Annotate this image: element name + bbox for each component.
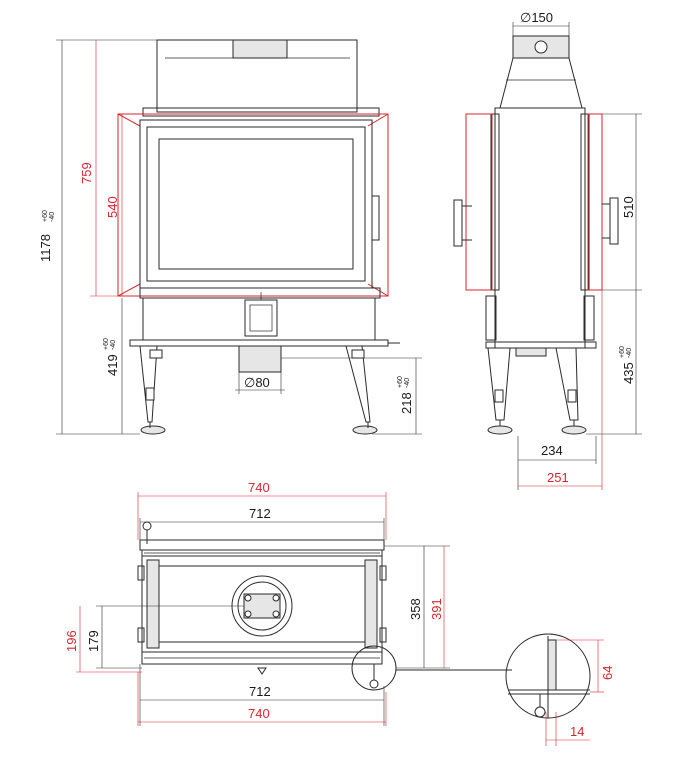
dim-front-air-height: 218 bbox=[399, 392, 414, 414]
dim-flue-diameter: ∅150 bbox=[520, 10, 553, 25]
side-view bbox=[453, 35, 619, 435]
dim-front-height-lower: 419 bbox=[105, 354, 120, 376]
dim-top-depth: 358 bbox=[408, 598, 423, 620]
dim-front-glass-red: 540 bbox=[105, 196, 120, 218]
dim-top-width-red-top: 740 bbox=[248, 480, 270, 495]
dim-top-width-top: 712 bbox=[249, 506, 271, 521]
dim-side-depth-red: 251 bbox=[547, 470, 569, 485]
dim-top-width-red-bottom: 740 bbox=[248, 706, 270, 721]
dim-side-lower-height: 435 bbox=[621, 362, 636, 384]
svg-text:+60: +60 bbox=[619, 346, 626, 358]
svg-text:-40: -40 bbox=[110, 340, 117, 350]
detail-view bbox=[505, 633, 591, 719]
dim-side-depth: 234 bbox=[541, 443, 563, 458]
top-firebox bbox=[158, 565, 366, 643]
svg-text:-40: -40 bbox=[49, 212, 56, 222]
side-left-leg bbox=[487, 347, 511, 421]
front-view bbox=[117, 39, 400, 435]
front-right-leg bbox=[345, 345, 371, 423]
side-upper-housing bbox=[499, 57, 583, 109]
dim-front-height-total: 1178 bbox=[38, 234, 53, 262]
detail-dimensions: 64 14 bbox=[545, 639, 615, 746]
svg-text:-40: -40 bbox=[626, 348, 633, 358]
side-right-red-frame bbox=[587, 113, 603, 291]
front-door bbox=[139, 119, 373, 289]
front-dimensions: 1178 +60 -40 759 540 419 +60 -40 218 +60… bbox=[38, 39, 422, 435]
front-base-plate bbox=[129, 339, 389, 347]
dim-top-depth-red: 391 bbox=[429, 598, 444, 620]
side-left-red-frame bbox=[465, 113, 493, 291]
dim-side-glass-height: 510 bbox=[621, 196, 636, 218]
dim-top-inlet-offset-red: 196 bbox=[64, 630, 79, 652]
side-air-pipe bbox=[515, 347, 547, 357]
dim-top-width-bottom: 712 bbox=[249, 684, 271, 699]
svg-text:+60: +60 bbox=[397, 376, 404, 388]
dim-top-inlet-offset: 179 bbox=[86, 630, 101, 652]
svg-text:+60: +60 bbox=[42, 210, 49, 222]
front-left-leg bbox=[139, 345, 158, 423]
side-dimensions: ∅150 510 435 +60 -40 234 251 bbox=[512, 10, 642, 490]
front-air-pipe bbox=[238, 345, 282, 373]
top-dimensions: 740 712 712 740 358 391 179 196 bbox=[64, 480, 450, 726]
front-glass bbox=[158, 138, 354, 270]
side-right-leg bbox=[555, 347, 579, 421]
dim-detail-offset-red: 14 bbox=[570, 724, 584, 739]
dim-front-frame-red: 759 bbox=[79, 162, 94, 184]
front-flue-collar bbox=[232, 39, 288, 59]
dim-detail-height-red: 64 bbox=[600, 666, 615, 680]
top-view bbox=[137, 521, 512, 691]
front-door-handle bbox=[371, 195, 380, 241]
svg-text:+60: +60 bbox=[103, 338, 110, 350]
svg-text:-40: -40 bbox=[404, 378, 411, 388]
side-body bbox=[494, 107, 586, 349]
dim-air-inlet-diameter: ∅80 bbox=[244, 375, 270, 390]
front-red-frame bbox=[117, 113, 389, 297]
